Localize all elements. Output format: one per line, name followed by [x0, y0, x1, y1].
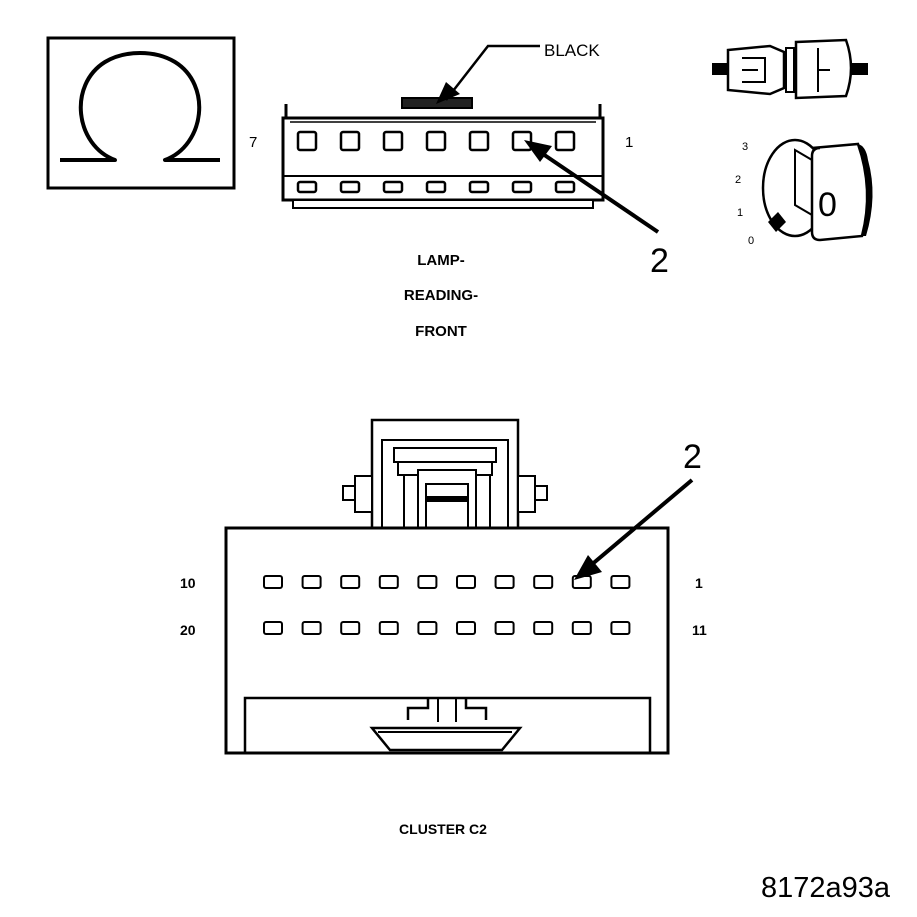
cluster-row1-right-label: 1 [695, 575, 703, 591]
cluster-pin-cavity [494, 575, 515, 589]
cluster-pin-cavity [378, 575, 399, 589]
lamp-name-line-3: FRONT [415, 323, 467, 340]
lamp-pin-cavity [554, 180, 576, 194]
cluster-pin-cavity [340, 575, 361, 589]
cluster-pin-cavity [533, 621, 554, 635]
cluster-pin-cavity [610, 621, 631, 635]
cluster-pin-cavity [301, 621, 322, 635]
lamp-pin-cavity [554, 130, 576, 152]
lamp-callout-number: 2 [650, 242, 669, 280]
cluster-pin-cavity [340, 621, 361, 635]
ohmmeter-symbol [46, 36, 236, 190]
lamp-pin-label-left: 7 [249, 134, 257, 151]
lamp-pin-cavity [468, 180, 490, 194]
black-wire-leader [436, 44, 540, 104]
wire-color-label: BLACK [544, 41, 600, 60]
figure-id: 8172a93a [761, 872, 891, 904]
cluster-pin-cavity [263, 575, 283, 589]
cluster-row2-left-label: 20 [180, 622, 196, 638]
lamp-pin-cavity [425, 180, 447, 194]
ignition-position-0: 0 [748, 235, 754, 247]
key-label: 0 [818, 186, 837, 224]
lamp-callout-arrow [524, 140, 660, 234]
cluster-connector [224, 418, 670, 755]
cluster-pin-cavity [417, 621, 438, 635]
cluster-pin-cavity [533, 575, 554, 589]
cluster-connector-name: CLUSTER C2 [399, 821, 487, 837]
lamp-name-line-1: LAMP- [417, 252, 465, 269]
cluster-pin-cavity [610, 575, 631, 589]
ignition-position-3: 3 [742, 141, 748, 153]
cluster-pin-cavity [378, 621, 399, 635]
lamp-pin-cavity [382, 180, 404, 194]
cluster-pin-cavity [263, 621, 283, 635]
lamp-name-line-2: READING- [404, 287, 478, 304]
lamp-pin-cavity [511, 180, 533, 194]
lamp-pin-cavity [382, 130, 404, 152]
ignition-position-1: 1 [737, 207, 743, 219]
lamp-connector [281, 97, 605, 209]
cluster-pin-cavity [456, 575, 476, 589]
ignition-key-icon [761, 138, 873, 242]
cluster-pin-cavity [571, 621, 592, 635]
ignition-position-2: 2 [735, 174, 741, 186]
lamp-pin-cavity [468, 130, 490, 152]
lamp-pin-cavity [296, 180, 318, 194]
cluster-callout-number: 2 [683, 438, 702, 476]
cluster-pin-cavity [494, 621, 515, 635]
cluster-pin-cavity [417, 575, 438, 589]
lamp-pin-cavity [339, 130, 361, 152]
cluster-pin-cavity [301, 575, 322, 589]
cluster-row2-right-label: 11 [692, 622, 707, 638]
cluster-row1-left-label: 10 [180, 575, 196, 591]
lamp-pin-cavity [511, 130, 533, 152]
cluster-pin-cavity [456, 621, 476, 635]
lamp-pin-cavity [425, 130, 447, 152]
lamp-pin-cavity [296, 130, 318, 152]
lamp-pin-label-right: 1 [625, 134, 633, 151]
cluster-callout-arrow [574, 478, 694, 580]
lamp-pin-cavity [339, 180, 361, 194]
ignition-plug-icon [712, 38, 868, 100]
